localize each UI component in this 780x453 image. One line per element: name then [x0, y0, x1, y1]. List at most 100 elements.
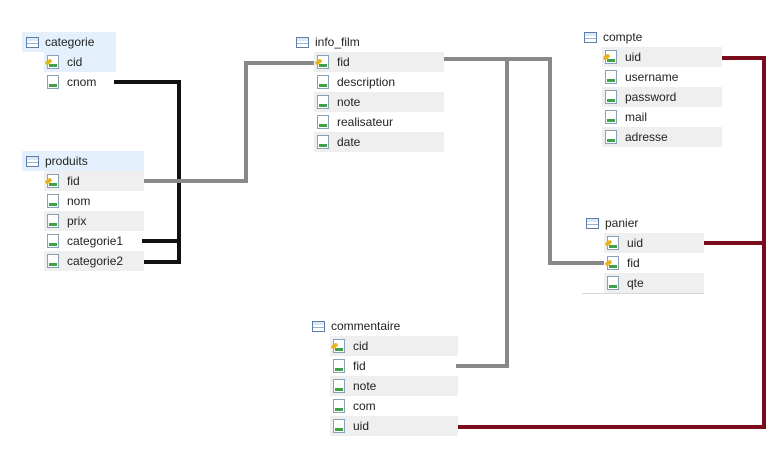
- field-name: cid: [353, 339, 369, 353]
- field-icon: [607, 276, 619, 290]
- field-row[interactable]: adresse: [602, 127, 722, 147]
- table-name: produits: [45, 154, 88, 168]
- field-row[interactable]: nom: [44, 191, 144, 211]
- table-name: commentaire: [331, 319, 401, 333]
- field-name: qte: [627, 276, 644, 290]
- field-row[interactable]: password: [602, 87, 722, 107]
- table-name: categorie: [45, 35, 95, 49]
- field-row[interactable]: cnom: [44, 72, 116, 92]
- field-icon: [47, 214, 59, 228]
- field-row[interactable]: prix: [44, 211, 144, 231]
- field-name: uid: [627, 236, 644, 250]
- field-row[interactable]: mail: [602, 107, 722, 127]
- table-header[interactable]: compte: [580, 27, 722, 47]
- field-row[interactable]: cid: [44, 52, 116, 72]
- field-icon: [605, 90, 617, 104]
- field-row[interactable]: uid: [330, 416, 458, 436]
- key-field-icon: [333, 339, 345, 353]
- field-name: realisateur: [337, 115, 394, 129]
- table-icon: [584, 31, 597, 43]
- field-icon: [47, 234, 59, 248]
- field-icon: [605, 130, 617, 144]
- link-cnom-categorie: [114, 80, 181, 264]
- table-compte[interactable]: compte uid username password mail adress…: [580, 27, 722, 147]
- field-row[interactable]: note: [330, 376, 458, 396]
- field-name: cid: [67, 55, 83, 69]
- field-name: prix: [67, 214, 87, 228]
- table-icon: [312, 320, 325, 332]
- field-icon: [333, 379, 345, 393]
- table-header[interactable]: panier: [582, 213, 704, 233]
- table-commentaire[interactable]: commentaire cid fid note com uid: [308, 316, 458, 436]
- key-field-icon: [607, 256, 619, 270]
- table-icon: [26, 155, 39, 167]
- key-field-icon: [317, 55, 329, 69]
- field-row[interactable]: uid: [604, 233, 704, 253]
- field-row[interactable]: fid: [44, 171, 144, 191]
- link-produits-infofilm: [142, 61, 314, 183]
- field-name: note: [353, 379, 377, 393]
- field-icon: [333, 419, 345, 433]
- key-field-icon: [607, 236, 619, 250]
- field-row[interactable]: cid: [330, 336, 458, 356]
- table-icon: [586, 217, 599, 229]
- field-row[interactable]: categorie2: [44, 251, 144, 271]
- field-icon: [47, 254, 59, 268]
- table-categorie[interactable]: categorie cid cnom: [22, 32, 116, 92]
- field-name: fid: [627, 256, 640, 270]
- field-row[interactable]: fid: [604, 253, 704, 273]
- field-icon: [317, 95, 329, 109]
- field-icon: [317, 115, 329, 129]
- table-header[interactable]: commentaire: [308, 316, 458, 336]
- field-row[interactable]: categorie1: [44, 231, 144, 251]
- field-row[interactable]: note: [314, 92, 444, 112]
- field-row[interactable]: fid: [330, 356, 458, 376]
- table-name: info_film: [315, 35, 360, 49]
- field-icon: [47, 194, 59, 208]
- key-field-icon: [47, 55, 59, 69]
- field-icon: [605, 70, 617, 84]
- field-icon: [605, 110, 617, 124]
- field-name: categorie2: [67, 254, 124, 268]
- field-row[interactable]: com: [330, 396, 458, 416]
- field-row[interactable]: fid: [314, 52, 444, 72]
- table-icon: [26, 36, 39, 48]
- field-name: description: [337, 75, 396, 89]
- table-name: compte: [603, 30, 643, 44]
- field-name: com: [353, 399, 376, 413]
- table-panier[interactable]: panier uid fid qte: [582, 213, 704, 293]
- field-row[interactable]: username: [602, 67, 722, 87]
- table-header[interactable]: produits: [22, 151, 144, 171]
- key-field-icon: [605, 50, 617, 64]
- table-info-film[interactable]: info_film fid description note realisate…: [292, 32, 444, 152]
- field-name: username: [625, 70, 679, 84]
- field-name: categorie1: [67, 234, 124, 248]
- field-row[interactable]: date: [314, 132, 444, 152]
- field-icon: [317, 135, 329, 149]
- field-row[interactable]: qte: [604, 273, 704, 293]
- link-infofilm-commentaire: [442, 57, 509, 368]
- field-name: fid: [337, 55, 350, 69]
- field-name: fid: [67, 174, 80, 188]
- table-produits[interactable]: produits fid nom prix categorie1 categor…: [22, 151, 144, 271]
- table-header[interactable]: categorie: [22, 32, 116, 52]
- field-row[interactable]: realisateur: [314, 112, 444, 132]
- field-row[interactable]: description: [314, 72, 444, 92]
- field-name: uid: [625, 50, 642, 64]
- table-header[interactable]: info_film: [292, 32, 444, 52]
- field-name: uid: [353, 419, 370, 433]
- field-icon: [333, 359, 345, 373]
- field-icon: [333, 399, 345, 413]
- field-name: cnom: [67, 75, 97, 89]
- key-field-icon: [47, 174, 59, 188]
- field-name: date: [337, 135, 361, 149]
- field-icon: [317, 75, 329, 89]
- field-name: note: [337, 95, 361, 109]
- field-name: fid: [353, 359, 366, 373]
- link-infofilm-panier: [507, 57, 604, 265]
- field-row[interactable]: uid: [602, 47, 722, 67]
- table-icon: [296, 36, 309, 48]
- table-name: panier: [605, 216, 639, 230]
- field-name: password: [625, 90, 677, 104]
